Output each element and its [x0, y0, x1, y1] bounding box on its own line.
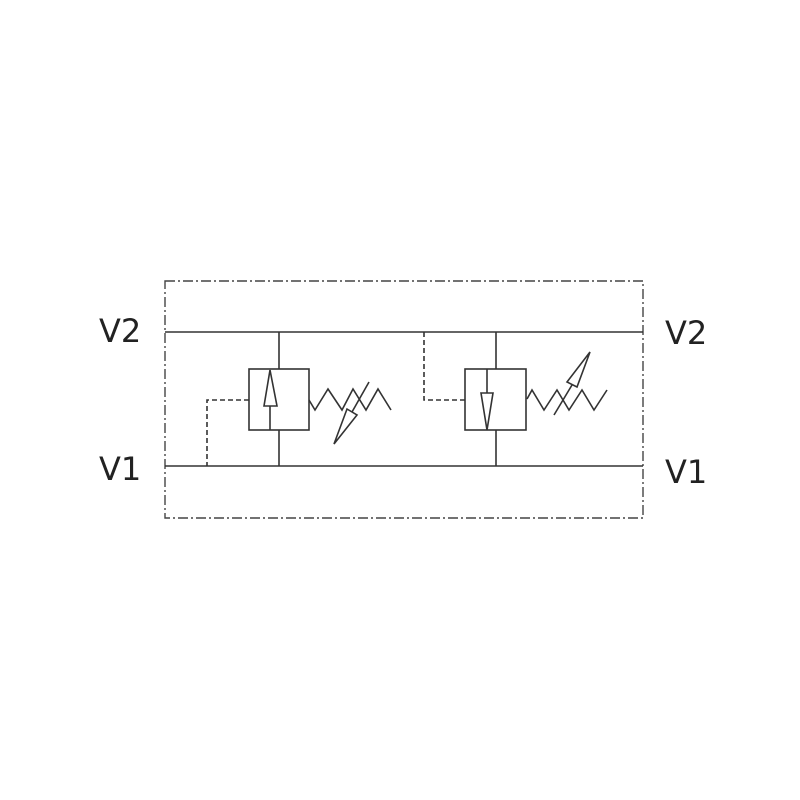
pilot-line — [423, 332, 465, 401]
spring-icon — [308, 387, 392, 412]
port-label-v2-right: V2 — [665, 314, 707, 352]
port-label-v1-left: V1 — [99, 450, 141, 488]
adjustment-arrow-icon — [351, 381, 370, 413]
port-label-v2-left: V2 — [99, 312, 141, 350]
relief-valve-left — [206, 332, 392, 466]
relief-valve-right — [423, 332, 608, 466]
adjustment-arrow-icon — [553, 384, 573, 416]
port-label-v1-right: V1 — [665, 453, 707, 491]
manifold-block-outline — [164, 280, 644, 519]
pilot-line — [206, 399, 249, 466]
